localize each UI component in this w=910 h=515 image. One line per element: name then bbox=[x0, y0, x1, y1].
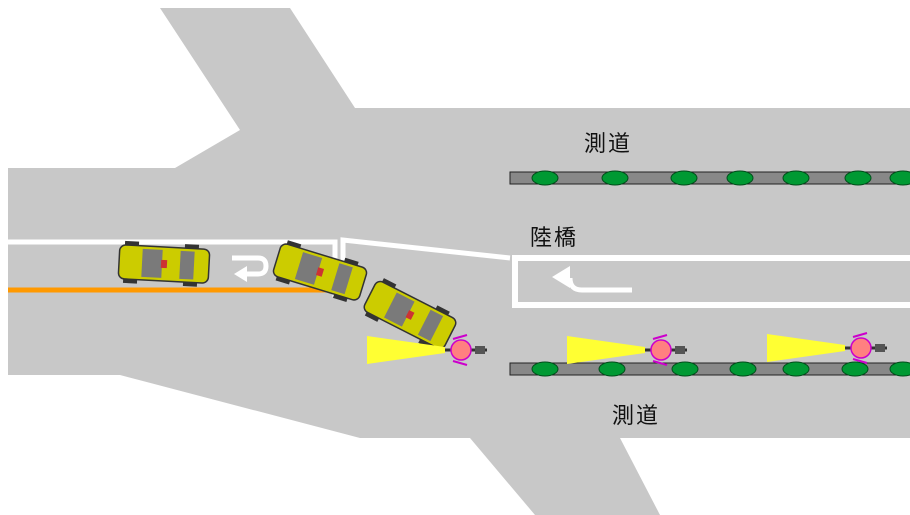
shrub bbox=[671, 361, 699, 377]
shrub bbox=[841, 361, 869, 377]
overpass-label: 陸橋 bbox=[530, 226, 579, 251]
shrub bbox=[670, 170, 698, 186]
road-surface bbox=[8, 8, 910, 515]
shrub bbox=[782, 170, 810, 186]
shrub bbox=[782, 361, 810, 377]
shrub bbox=[889, 170, 910, 186]
shrub bbox=[531, 361, 559, 377]
shrub bbox=[598, 361, 626, 377]
u-turn-arrow-icon bbox=[232, 255, 269, 282]
shrub bbox=[601, 170, 629, 186]
taxi-car-icon bbox=[117, 239, 211, 289]
median-strip-top bbox=[509, 170, 910, 186]
overpass-lane-box bbox=[512, 255, 910, 308]
shrub bbox=[844, 170, 872, 186]
shrub bbox=[531, 170, 559, 186]
sidewalk-label-bottom: 測道 bbox=[612, 404, 661, 429]
shrub bbox=[726, 170, 754, 186]
left-turn-arrow-icon bbox=[552, 266, 632, 293]
median-strip-bottom bbox=[509, 361, 910, 377]
shrub bbox=[729, 361, 757, 377]
sidewalk-label-top: 測道 bbox=[584, 132, 633, 157]
shrub bbox=[889, 361, 910, 377]
